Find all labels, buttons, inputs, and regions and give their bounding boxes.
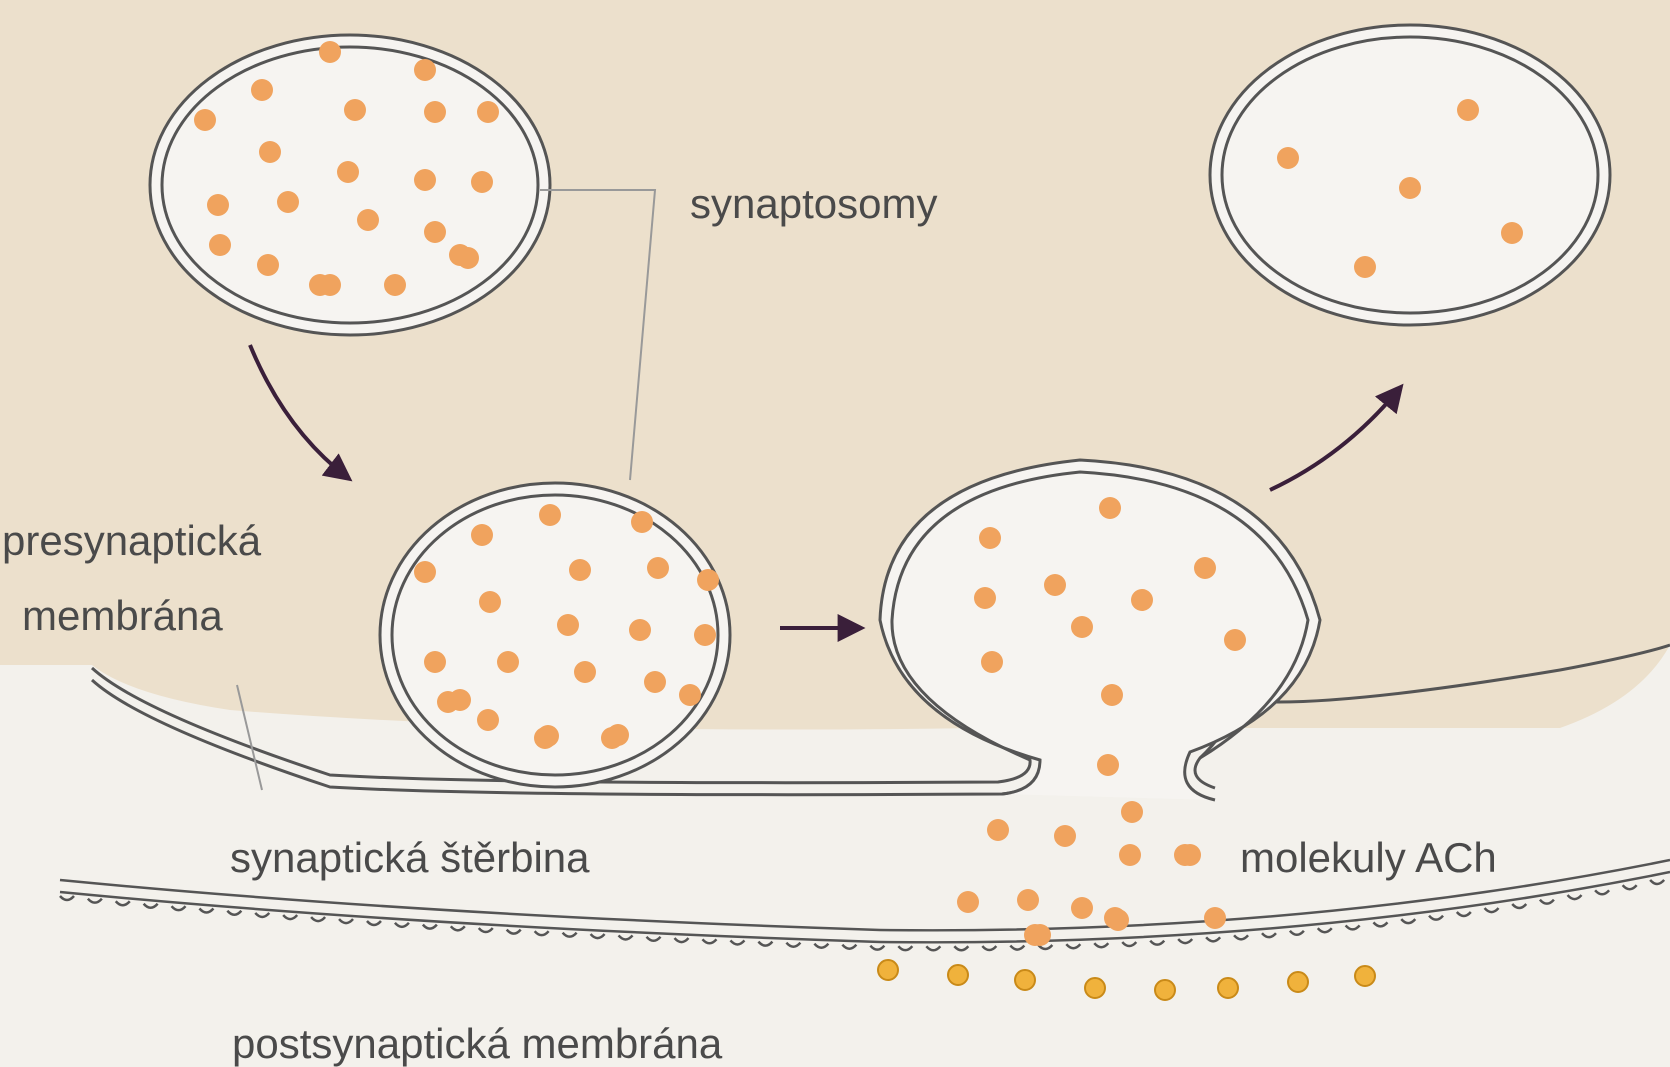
label-presynaptic-line2: membrána <box>22 592 223 639</box>
ach-molecule-dot <box>557 614 579 636</box>
ach-molecule-dot <box>1399 177 1421 199</box>
ach-molecule-dot <box>1121 801 1143 823</box>
ach-molecule-dot <box>471 171 493 193</box>
receptor-dot <box>1218 978 1238 998</box>
receptor-dot <box>1015 970 1035 990</box>
ach-molecule-dot <box>957 891 979 913</box>
ach-molecule-dot <box>537 725 559 747</box>
ach-molecule-dot <box>344 99 366 121</box>
ach-molecule-dot <box>477 709 499 731</box>
receptor-dot <box>878 960 898 980</box>
label-ach-molecules: molekuly ACh <box>1240 834 1497 881</box>
ach-molecule-dot <box>449 689 471 711</box>
label-presynaptic-line1: presynaptická <box>2 517 262 564</box>
ach-molecule-dot <box>569 559 591 581</box>
ach-molecule-dot <box>631 511 653 533</box>
ach-molecule-dot <box>319 41 341 63</box>
ach-molecule-dot <box>414 59 436 81</box>
ach-molecule-dot <box>1097 754 1119 776</box>
ach-molecule-dot <box>1224 629 1246 651</box>
ach-molecule-dot <box>1044 574 1066 596</box>
receptor-dot <box>1085 978 1105 998</box>
recycled-vesicle <box>1210 25 1610 325</box>
ach-molecule-dot <box>1457 99 1479 121</box>
ach-molecule-dot <box>1277 147 1299 169</box>
ach-molecule-dot <box>629 619 651 641</box>
ach-molecule-dot <box>697 569 719 591</box>
ach-molecule-dot <box>319 274 341 296</box>
ach-molecule-dot <box>1354 256 1376 278</box>
ach-molecule-dot <box>1101 684 1123 706</box>
ach-molecule-dot <box>277 191 299 213</box>
ach-molecule-dot <box>539 504 561 526</box>
ach-molecule-dot <box>479 591 501 613</box>
ach-molecule-dot <box>424 651 446 673</box>
ach-molecule-dot <box>1107 909 1129 931</box>
receptor-dot <box>1288 972 1308 992</box>
ach-molecule-dot <box>497 651 519 673</box>
ach-molecule-dot <box>337 161 359 183</box>
ach-molecule-dot <box>1179 844 1201 866</box>
receptor-dot <box>1355 966 1375 986</box>
ach-molecule-dot <box>1024 924 1046 946</box>
ach-molecule-dot <box>1071 897 1093 919</box>
ach-molecule-dot <box>979 527 1001 549</box>
receptor-dot <box>948 965 968 985</box>
ach-molecule-dot <box>1204 907 1226 929</box>
ach-molecule-dot <box>1017 889 1039 911</box>
ach-molecule-dot <box>259 141 281 163</box>
synaptic-cleft <box>0 700 1670 1067</box>
ach-molecule-dot <box>694 624 716 646</box>
label-synaptic-cleft: synaptická štěrbina <box>230 834 590 881</box>
ach-molecule-dot <box>257 254 279 276</box>
ach-molecule-dot <box>449 244 471 266</box>
ach-molecule-dot <box>1071 616 1093 638</box>
ach-molecule-dot <box>384 274 406 296</box>
ach-molecule-dot <box>1099 497 1121 519</box>
ach-molecule-dot <box>601 727 623 749</box>
ach-molecule-dot <box>647 557 669 579</box>
ach-molecule-dot <box>1131 589 1153 611</box>
label-postsynaptic: postsynaptická membrána <box>232 1020 723 1067</box>
ach-molecule-dot <box>414 169 436 191</box>
ach-molecule-dot <box>1054 825 1076 847</box>
ach-molecule-dot <box>414 561 436 583</box>
ach-molecule-dot <box>974 587 996 609</box>
ach-molecule-dot <box>644 671 666 693</box>
ach-molecule-dot <box>1119 844 1141 866</box>
ach-molecule-dot <box>574 661 596 683</box>
ach-molecule-dot <box>1194 557 1216 579</box>
ach-molecule-dot <box>424 101 446 123</box>
ach-molecule-dot <box>987 819 1009 841</box>
label-synaptosomy: synaptosomy <box>690 180 937 227</box>
ach-molecule-dot <box>357 209 379 231</box>
ach-molecule-dot <box>981 651 1003 673</box>
ach-molecule-dot <box>251 79 273 101</box>
ach-molecule-dot <box>207 194 229 216</box>
ach-molecule-dot <box>471 524 493 546</box>
ach-molecule-dot <box>194 109 216 131</box>
ach-molecule-dot <box>679 684 701 706</box>
ach-molecule-dot <box>209 234 231 256</box>
ach-molecule-dot <box>1501 222 1523 244</box>
ach-molecule-dot <box>477 101 499 123</box>
ach-molecule-dot <box>424 221 446 243</box>
receptor-dot <box>1155 980 1175 1000</box>
